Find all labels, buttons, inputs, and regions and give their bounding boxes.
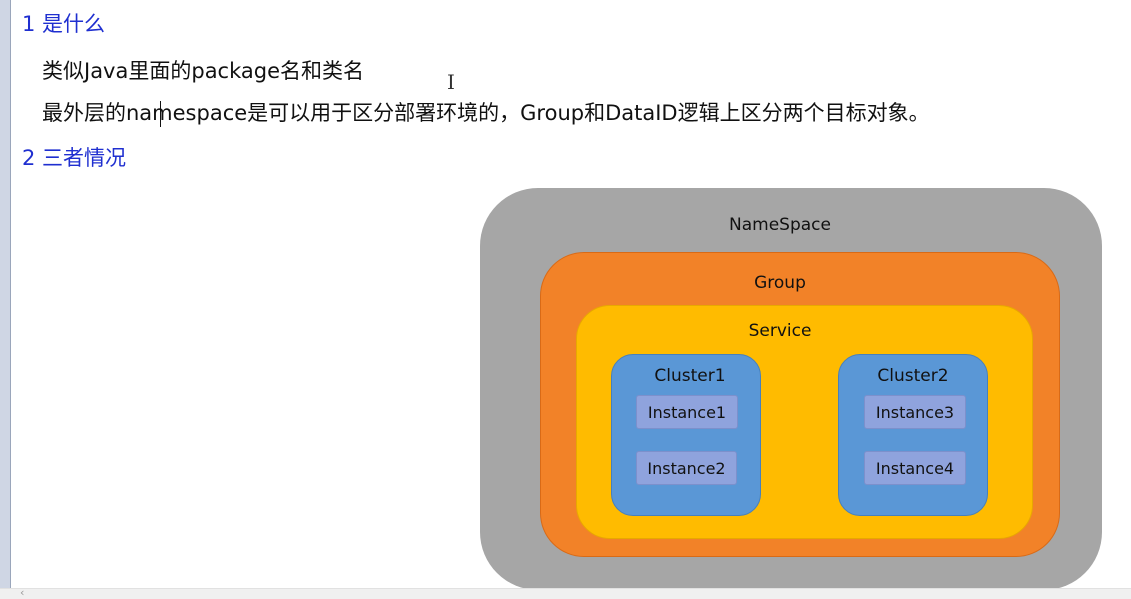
instance3-box: Instance3 (864, 395, 966, 429)
text-line-2: 最外层的namespace是可以用于区分部署环境的，Group和DataID逻辑… (42, 101, 930, 125)
group-label: Group (754, 273, 806, 293)
instance1-box: Instance1 (636, 395, 738, 429)
scroll-left-arrow-icon[interactable]: ‹ (20, 586, 25, 599)
namespace-label: NameSpace (729, 215, 831, 235)
instance2-box: Instance2 (636, 451, 737, 485)
cluster1-box (611, 354, 761, 516)
cluster2-label: Cluster2 (877, 366, 949, 386)
service-label: Service (748, 321, 812, 341)
editor-gutter (0, 0, 11, 588)
heading-what-is: 1 是什么 (22, 12, 106, 36)
cluster2-box (838, 354, 988, 516)
heading-three-situations: 2 三者情况 (22, 146, 127, 170)
i-beam-cursor-icon: I (447, 70, 455, 94)
text-line-1: 类似Java里面的package名和类名 (42, 59, 365, 83)
text-caret (160, 101, 161, 127)
horizontal-scrollbar[interactable]: ‹ (0, 586, 1131, 599)
instance4-box: Instance4 (864, 451, 966, 485)
cluster1-label: Cluster1 (654, 366, 726, 386)
